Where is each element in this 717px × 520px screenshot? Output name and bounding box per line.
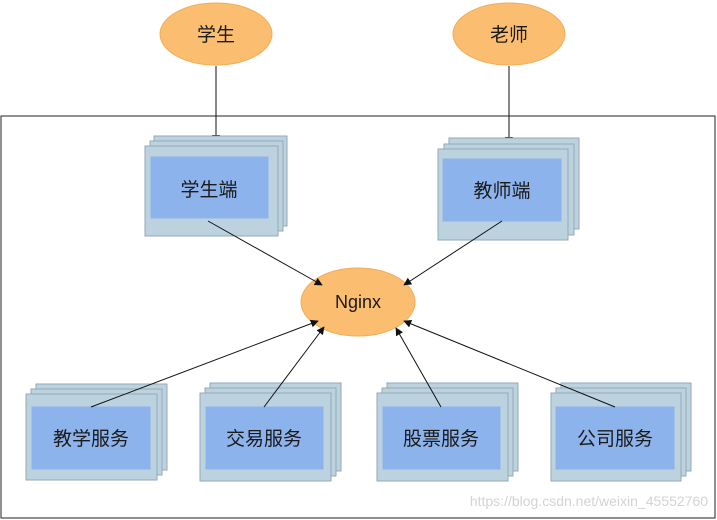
trading-service-node: 交易服务 (199, 382, 342, 482)
company-service-node: 公司服务 (550, 382, 692, 482)
edge-company-service-to-nginx (403, 320, 616, 408)
edge-trading-service-to-nginx (263, 326, 325, 408)
student-client-label: 学生端 (180, 179, 237, 201)
nginx-node: Nginx (300, 267, 416, 337)
nginx-label: Nginx (335, 292, 381, 312)
teacher-user-node: 老师 (452, 2, 566, 66)
company-service-label: 公司服务 (577, 428, 653, 450)
teacher-user-label: 老师 (490, 24, 528, 46)
teaching-service-node: 教学服务 (25, 383, 168, 481)
teacher-client-node: 教师端 (437, 137, 580, 241)
trading-service-label: 交易服务 (226, 428, 302, 450)
teaching-service-label: 教学服务 (53, 428, 129, 450)
system-boundary (0, 115, 716, 519)
edge-stock-service-to-nginx (395, 327, 442, 408)
teacher-client-label: 教师端 (473, 180, 530, 202)
student-client-node: 学生端 (144, 135, 288, 237)
stock-service-node: 股票服务 (376, 382, 519, 482)
student-user-node: 学生 (159, 2, 273, 66)
watermark-url: https://blog.csdn.net/weixin_45552760 (470, 493, 708, 509)
student-user-label: 学生 (197, 24, 235, 46)
edge-teaching-service-to-nginx (90, 319, 319, 408)
edge-teacher-client-to-nginx (403, 220, 503, 286)
stock-service-label: 股票服务 (403, 428, 479, 450)
edge-student-client-to-nginx (207, 220, 323, 286)
